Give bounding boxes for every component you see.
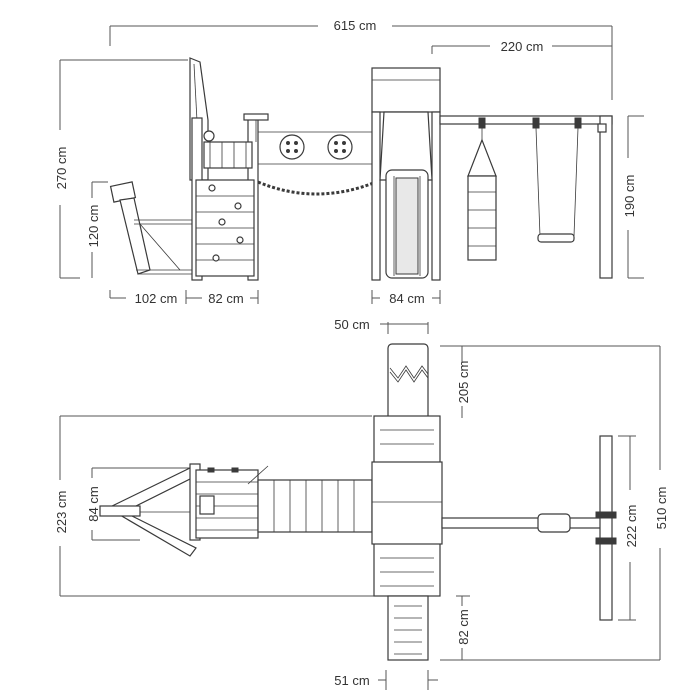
right-tower-top [371,415,443,597]
swing-height-dimension: 190 cm [622,115,644,279]
front-elevation-view: 615 cm 220 cm 270 cm 120 cm 190 cm [54,18,644,306]
slide-length-label: 205 cm [456,361,471,404]
swing-beam-top [441,435,617,621]
top-slide-width-label: 50 cm [334,317,369,332]
left-tower-top [195,465,269,539]
swing-beam-width-dimension: 222 cm [618,435,639,621]
boat-top [99,463,201,557]
swing-width-dimension: 220 cm [431,39,612,54]
bridge-front [257,131,378,196]
bottom-width-dimensions: 102 cm 82 cm 84 cm [109,290,441,306]
ladder-length-dimension: 82 cm [456,595,471,660]
boat-height-dimension: 120 cm [86,181,108,278]
top-slide-width-dimension: 50 cm [334,317,429,334]
total-depth-dimension: 510 cm [440,345,669,661]
overall-width-dimension: 615 cm [109,18,613,100]
slide-width-label: 84 cm [389,291,424,306]
play-depth-dimension: 223 cm [54,415,380,597]
overall-width-label: 615 cm [334,18,377,33]
total-height-label: 270 cm [54,147,69,190]
ladder-width-dimension: 51 cm [334,670,438,690]
ladder-top [387,595,429,661]
right-tower-front [371,67,441,281]
total-height-dimension: 270 cm [54,59,188,279]
boat-length-label: 102 cm [135,291,178,306]
swing-width-label: 220 cm [501,39,544,54]
boat-width-label: 84 cm [86,486,101,521]
swing-beam-width-label: 222 cm [624,505,639,548]
left-tower-front [189,57,269,281]
bridge-top [257,479,373,533]
play-depth-label: 223 cm [54,491,69,534]
slide-top [387,343,429,421]
swing-height-label: 190 cm [622,175,637,218]
swing-frame-front [439,115,613,279]
ladder-width-label: 51 cm [334,673,369,688]
top-plan-view: 50 cm 205 cm 510 cm 223 cm [54,317,669,690]
tower-width-label: 82 cm [208,291,243,306]
ladder-length-label: 82 cm [456,609,471,644]
boat-width-dimension: 84 cm [86,467,198,541]
boat-front [109,181,192,275]
slide-length-dimension: 205 cm [440,345,471,418]
total-depth-label: 510 cm [654,487,669,530]
boat-height-label: 120 cm [86,205,101,248]
